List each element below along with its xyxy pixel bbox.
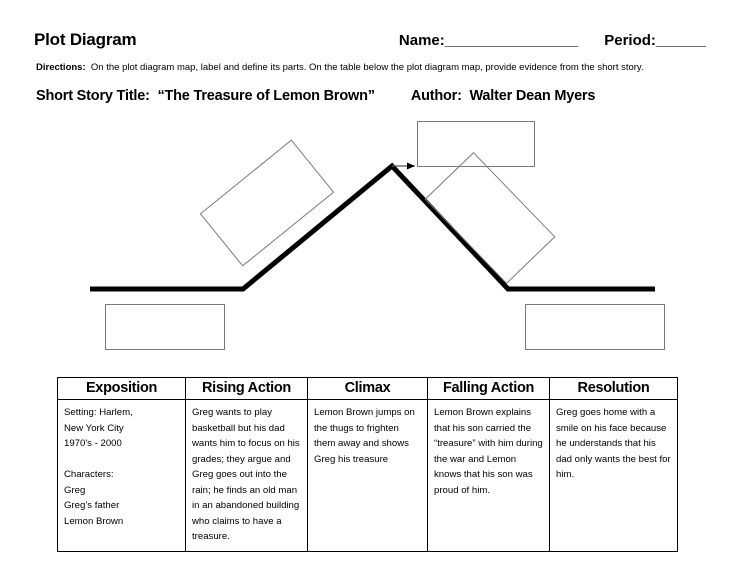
cell-rising-action[interactable]: Greg wants to play basketball but his da…	[185, 399, 308, 552]
directions-line: Directions: On the plot diagram map, lab…	[36, 62, 712, 74]
period-blank: ______	[655, 32, 706, 49]
column-header-resolution: Resolution	[549, 377, 678, 400]
climax-arrow-head	[407, 162, 415, 170]
column-header-rising-action: Rising Action	[185, 377, 308, 400]
plot-arc-graphic	[90, 162, 655, 292]
directions-text: On the plot diagram map, label and defin…	[90, 62, 644, 73]
story-title-value: “The Treasure of Lemon Brown”	[157, 88, 375, 104]
resolution-box[interactable]	[525, 304, 665, 350]
table-row: Setting: Harlem, New York City 1970's - …	[57, 399, 678, 552]
climax-box[interactable]	[417, 121, 535, 167]
column-header-exposition: Exposition	[57, 377, 186, 400]
page-title: Plot Diagram	[34, 30, 137, 49]
period-field[interactable]: Period:______	[604, 32, 706, 49]
evidence-table: Exposition Rising Action Climax Falling …	[57, 377, 678, 552]
name-field[interactable]: Name:________________	[399, 32, 578, 49]
story-info-row: Short Story Title: “The Treasure of Lemo…	[36, 88, 712, 104]
cell-exposition[interactable]: Setting: Harlem, New York City 1970's - …	[57, 399, 186, 552]
column-header-climax: Climax	[307, 377, 428, 400]
exposition-box[interactable]	[105, 304, 225, 350]
author-label: Author:	[410, 88, 462, 104]
plot-arc-line	[90, 162, 655, 292]
plot-diagram	[0, 110, 736, 365]
author-value: Walter Dean Myers	[469, 88, 596, 104]
story-title-label: Short Story Title:	[36, 88, 150, 104]
cell-falling-action[interactable]: Lemon Brown explains that his son carrie…	[427, 399, 550, 552]
name-blank: ________________	[444, 32, 579, 49]
name-period-fields: Name:________________ Period:______	[399, 32, 706, 49]
name-label: Name:	[398, 32, 445, 49]
cell-climax[interactable]: Lemon Brown jumps on the thugs to fright…	[307, 399, 428, 552]
directions-label: Directions:	[36, 62, 86, 73]
cell-resolution[interactable]: Greg goes home with a smile on his face …	[549, 399, 678, 552]
table-header-row: Exposition Rising Action Climax Falling …	[57, 377, 678, 400]
header-row: Plot Diagram Name:________________ Perio…	[34, 30, 706, 50]
period-label: Period:	[604, 32, 656, 49]
column-header-falling-action: Falling Action	[427, 377, 550, 400]
